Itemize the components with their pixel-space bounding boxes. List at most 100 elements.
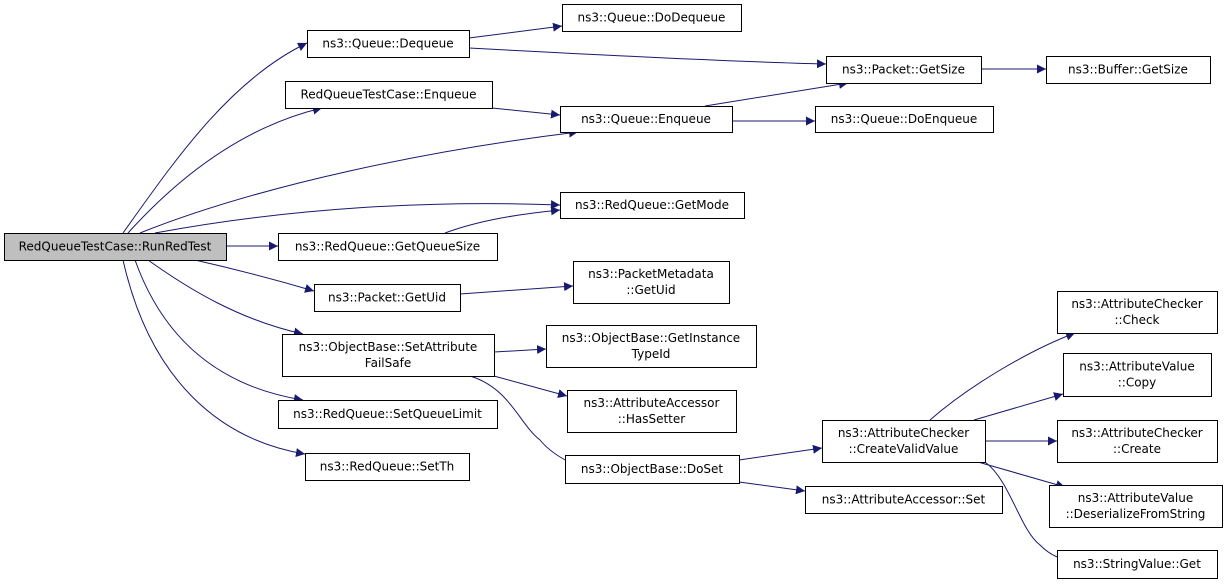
node-label: RedQueueTestCase::RunRedTest: [19, 240, 212, 254]
node-box: [815, 106, 994, 133]
edge-runredtest-to-dequeue: [122, 42, 308, 234]
edge-runredtest-to-getuid: [194, 259, 315, 293]
edge-dequeue-to-getsize: [468, 47, 827, 69]
node-label: ::Create: [1113, 442, 1161, 456]
node-label: ns3::StringValue::Get: [1073, 557, 1201, 571]
node-getsize[interactable]: ns3::Packet::GetSize: [826, 56, 982, 84]
node-label: ::DeserializeFromString: [1066, 507, 1206, 521]
node-getuid[interactable]: ns3::Packet::GetUid: [314, 284, 461, 312]
edge-setattrfs-to-getinstancetypeid: [493, 345, 547, 355]
node-rqtc-enqueue[interactable]: RedQueueTestCase::Enqueue: [285, 81, 493, 109]
node-label: ns3::Buffer::GetSize: [1068, 63, 1188, 77]
node-value-deserialize[interactable]: ns3::AttributeValue::DeserializeFromStri…: [1049, 485, 1223, 528]
node-createvalidvalue[interactable]: ns3::AttributeChecker::CreateValidValue: [822, 420, 986, 463]
node-checker-check[interactable]: ns3::AttributeChecker::Check: [1057, 291, 1218, 334]
node-label: ns3::AttributeAccessor::Set: [822, 493, 986, 507]
node-hassetter[interactable]: ns3::AttributeAccessor::HasSetter: [567, 390, 737, 433]
node-accessor-set[interactable]: ns3::AttributeAccessor::Set: [805, 486, 1003, 514]
node-doset[interactable]: ns3::ObjectBase::DoSet: [565, 455, 740, 484]
edge-queue_enqueue-to-getsize: [704, 79, 849, 107]
node-label: ns3::ObjectBase::GetInstance: [562, 331, 740, 345]
node-box: [278, 233, 498, 261]
node-pm-getuid[interactable]: ns3::PacketMetadata::GetUid: [573, 261, 730, 304]
edge-createvalidvalue-to-value_deserialize: [977, 461, 1066, 489]
node-box: [565, 455, 740, 484]
node-label: ns3::RedQueue::SetQueueLimit: [293, 407, 482, 421]
node-label: FailSafe: [365, 356, 411, 370]
node-box: [1057, 291, 1218, 334]
node-label: ns3::Queue::Enqueue: [581, 112, 711, 126]
node-box: [562, 4, 742, 32]
node-box: [1046, 56, 1211, 84]
node-label: ::Check: [1115, 313, 1160, 327]
node-getqueuesize[interactable]: ns3::RedQueue::GetQueueSize: [278, 233, 498, 261]
edge-setattrfs-to-doset: [469, 375, 576, 466]
edge-runredtest-to-setqueuelimit: [134, 259, 304, 404]
node-label: ::GetUid: [626, 283, 675, 297]
node-checker-create[interactable]: ns3::AttributeChecker::Create: [1057, 420, 1218, 463]
node-box: [305, 453, 470, 481]
node-label: ns3::RedQueue::GetMode: [575, 198, 729, 212]
node-box: [1049, 485, 1223, 528]
node-setqueuelimit[interactable]: ns3::RedQueue::SetQueueLimit: [278, 400, 498, 429]
edge-getuid-to-pm_getuid: [459, 282, 574, 295]
node-label: ns3::AttributeChecker: [1071, 297, 1202, 311]
edge-createvalidvalue-to-value_copy: [973, 392, 1064, 421]
node-runredtest[interactable]: RedQueueTestCase::RunRedTest: [4, 233, 227, 261]
node-label: ns3::Packet::GetUid: [328, 291, 446, 305]
edge-createvalidvalue-to-checker_check: [929, 331, 1076, 421]
edge-doset-to-createvalidvalue: [738, 444, 823, 461]
node-box: [285, 81, 493, 109]
node-label: ::HasSetter: [618, 412, 686, 426]
node-box: [546, 325, 757, 368]
node-box: [826, 56, 982, 84]
node-dequeue[interactable]: ns3::Queue::Dequeue: [307, 30, 470, 58]
node-label: ns3::AttributeValue: [1079, 360, 1195, 374]
node-label: ns3::ObjectBase::DoSet: [581, 462, 724, 476]
node-box: [278, 400, 498, 429]
node-label: ns3::RedQueue::SetTh: [320, 460, 455, 474]
node-label: ns3::AttributeAccessor: [584, 396, 720, 410]
node-value-copy[interactable]: ns3::AttributeValue::Copy: [1063, 353, 1212, 397]
node-label: ns3::Queue::DoDequeue: [578, 11, 726, 25]
node-label: ns3::RedQueue::GetQueueSize: [295, 240, 480, 254]
node-getmode[interactable]: ns3::RedQueue::GetMode: [560, 192, 745, 219]
node-box: [822, 420, 986, 463]
node-box: [307, 30, 470, 58]
node-box: [1057, 420, 1218, 463]
node-box: [573, 261, 730, 304]
node-label: ns3::Queue::Dequeue: [322, 37, 453, 51]
edge-runredtest-to-setattrfs: [147, 259, 304, 337]
node-setth[interactable]: ns3::RedQueue::SetTh: [305, 453, 470, 481]
node-box: [560, 106, 733, 133]
function-nodes: RedQueueTestCase::RunRedTest ns3::Queue::…: [4, 4, 1223, 579]
node-label: ::CreateValidValue: [849, 442, 959, 456]
node-buf-getsize[interactable]: ns3::Buffer::GetSize: [1046, 56, 1211, 84]
node-box: [1057, 550, 1218, 579]
edge-runredtest-to-queue_enqueue: [139, 128, 579, 234]
edge-rqtc_enqueue-to-queue_enqueue: [491, 107, 561, 119]
edge-dequeue-to-dodequeue: [468, 22, 563, 39]
node-stringvalue-get[interactable]: ns3::StringValue::Get: [1057, 550, 1218, 579]
node-box: [1063, 353, 1212, 397]
node-box: [4, 233, 227, 261]
edge-setattrfs-to-hassetter: [493, 375, 568, 398]
edge-getqueuesize-to-getmode: [444, 206, 561, 234]
edge-runredtest-to-setth: [122, 259, 306, 457]
node-label: ns3::Packet::GetSize: [842, 63, 965, 77]
node-queue-enqueue[interactable]: ns3::Queue::Enqueue: [560, 106, 733, 133]
node-label: ns3::ObjectBase::SetAttribute: [299, 340, 478, 354]
node-box: [805, 486, 1003, 514]
node-label: ns3::Queue::DoEnqueue: [831, 112, 977, 126]
node-label: ::Copy: [1118, 376, 1157, 390]
edge-runredtest-to-rqtc_enqueue: [127, 105, 323, 234]
node-label: RedQueueTestCase::Enqueue: [300, 88, 476, 102]
node-doenqueue[interactable]: ns3::Queue::DoEnqueue: [815, 106, 994, 133]
node-box: [560, 192, 745, 219]
node-box: [282, 334, 495, 377]
node-label: ns3::AttributeChecker: [1071, 426, 1202, 440]
node-dodequeue[interactable]: ns3::Queue::DoDequeue: [562, 4, 742, 32]
